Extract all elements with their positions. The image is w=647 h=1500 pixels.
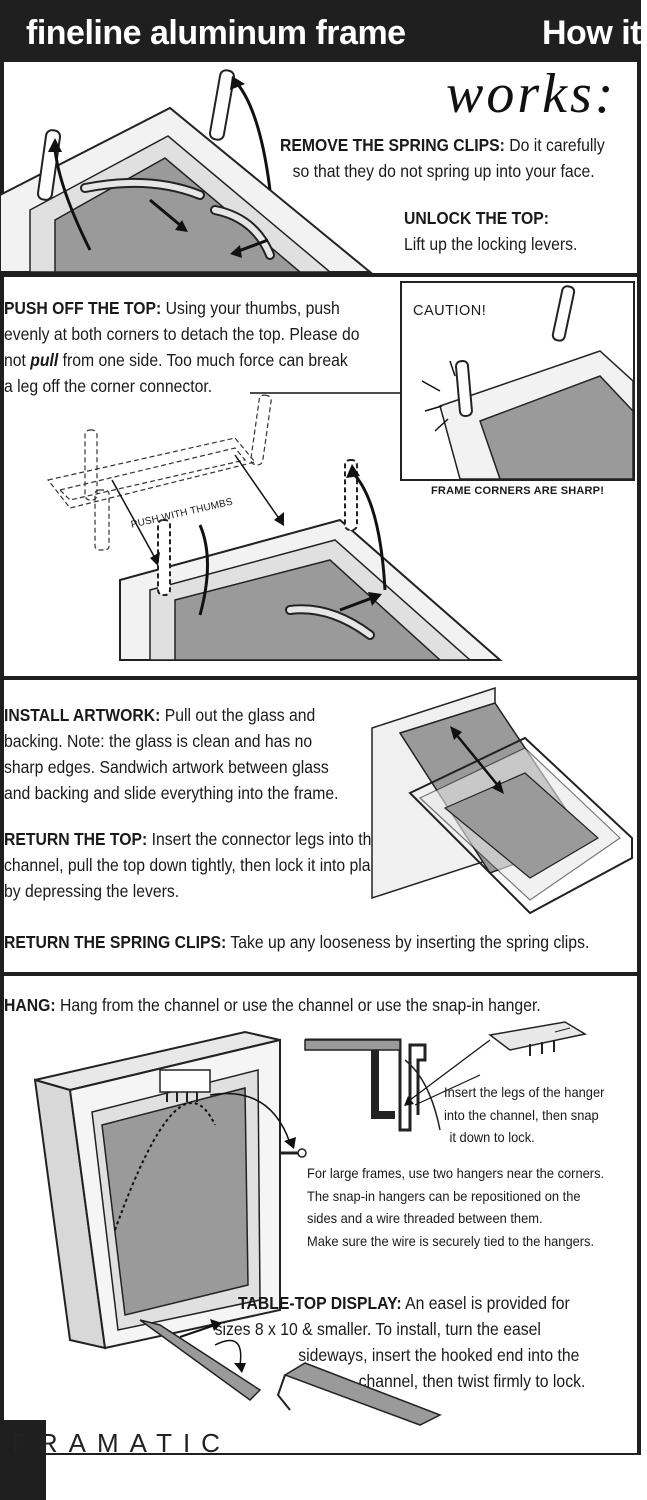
install-text: INSTALL ARTWORK: Pull out the glass and … bbox=[4, 702, 382, 806]
large-frames-line3: sides and a wire threaded between them. bbox=[307, 1210, 543, 1226]
table-top-heading: TABLE-TOP DISPLAY: bbox=[238, 1293, 402, 1313]
return-top-line3: by depressing the levers. bbox=[4, 881, 180, 901]
remove-clips-illustration bbox=[0, 69, 373, 273]
return-clips-text: RETURN THE SPRING CLIPS: Take up any loo… bbox=[4, 929, 625, 955]
table-top-line3: sideways, insert the hooked end into the bbox=[298, 1345, 580, 1365]
divider-1 bbox=[0, 273, 641, 277]
install-line3: sharp edges. Sandwich artwork between gl… bbox=[4, 757, 329, 777]
hang-line1: Hang from the channel or use the channel… bbox=[60, 995, 541, 1015]
divider-3 bbox=[0, 972, 641, 976]
push-off-pull-word: pull bbox=[30, 350, 59, 370]
return-top-line1: Insert the connector legs into the bbox=[151, 829, 381, 849]
hanger-line2: into the channel, then snap bbox=[444, 1106, 599, 1123]
large-frames-line1: For large frames, use two hangers near t… bbox=[307, 1165, 605, 1181]
header-bar bbox=[0, 0, 641, 62]
remove-clips-text: REMOVE THE SPRING CLIPS: Do it carefully… bbox=[280, 132, 640, 184]
install-heading: INSTALL ARTWORK: bbox=[4, 705, 161, 725]
return-top-heading: RETURN THE TOP: bbox=[4, 829, 148, 849]
table-top-line2: sizes 8 x 10 & smaller. To install, turn… bbox=[214, 1319, 541, 1339]
return-clips-heading: RETURN THE SPRING CLIPS: bbox=[4, 932, 227, 952]
unlock-top-line1: Lift up the locking levers. bbox=[404, 234, 578, 254]
footer-line bbox=[0, 1453, 641, 1455]
push-off-text: PUSH OFF THE TOP: Using your thumbs, pus… bbox=[4, 295, 400, 399]
install-line1: Pull out the glass and bbox=[164, 705, 316, 725]
push-off-line1: Using your thumbs, push bbox=[165, 298, 340, 318]
remove-clips-line1: Do it carefully bbox=[509, 135, 605, 155]
hanger-line1: Insert the legs of the hanger bbox=[444, 1084, 605, 1100]
page-border bbox=[0, 0, 641, 1453]
page-title: fineline aluminum frame bbox=[26, 14, 406, 52]
works-label: works: bbox=[446, 63, 617, 125]
install-illustration bbox=[371, 686, 633, 915]
sharp-corners-label: FRAME CORNERS ARE SHARP! bbox=[431, 485, 605, 497]
caution-box bbox=[400, 281, 635, 481]
unlock-top-heading: UNLOCK THE TOP: bbox=[404, 208, 549, 228]
push-off-line3a: not bbox=[4, 350, 31, 370]
push-off-heading: PUSH OFF THE TOP: bbox=[4, 298, 162, 318]
easel-illustration bbox=[139, 1319, 442, 1426]
return-top-line2: channel, pull the top down tightly, then… bbox=[4, 855, 388, 875]
remove-clips-line2: so that they do not spring up into your … bbox=[292, 161, 595, 181]
caution-label: CAUTION! bbox=[413, 303, 487, 319]
logo-block bbox=[0, 1420, 46, 1500]
large-frames-line4: Make sure the wire is securely tied to t… bbox=[307, 1232, 595, 1249]
install-line2: backing. Note: the glass is clean and ha… bbox=[4, 731, 313, 751]
hang-heading: HANG: bbox=[4, 995, 56, 1015]
table-top-text: TABLE-TOP DISPLAY: An easel is provided … bbox=[215, 1290, 634, 1394]
hanger-instructions: Insert the legs of the hanger into the c… bbox=[444, 1081, 646, 1149]
hang-frame-illustration bbox=[33, 1030, 281, 1350]
return-clips-line1: Take up any looseness by inserting the s… bbox=[230, 932, 590, 952]
push-off-line2: evenly at both corners to detach the top… bbox=[4, 324, 360, 344]
hang-text: HANG: Hang from the channel or use the c… bbox=[4, 992, 634, 1018]
large-frames-instructions: For large frames, use two hangers near t… bbox=[307, 1162, 647, 1252]
unlock-top-text: UNLOCK THE TOP: Lift up the locking leve… bbox=[404, 205, 647, 257]
brand-logo: FRAMATIC bbox=[12, 1428, 231, 1458]
large-frames-line2: The snap-in hangers can be repositioned … bbox=[307, 1187, 581, 1204]
remove-clips-heading: REMOVE THE SPRING CLIPS: bbox=[280, 135, 505, 155]
how-it-label: How it bbox=[542, 14, 641, 52]
divider-2 bbox=[0, 676, 641, 680]
install-line4: and backing and slide everything into th… bbox=[4, 783, 339, 803]
hanger-arrow bbox=[209, 1092, 307, 1158]
table-top-line1: An easel is provided for bbox=[405, 1293, 570, 1313]
push-off-line4: a leg off the corner connector. bbox=[4, 376, 213, 396]
table-top-line4: channel, then twist firmly to lock. bbox=[358, 1371, 586, 1391]
push-off-line3c: from one side. Too much force can break bbox=[58, 350, 348, 370]
channel-profile-illustration bbox=[304, 1021, 588, 1132]
hanger-line3: it down to lock. bbox=[449, 1129, 535, 1145]
push-off-illustration bbox=[46, 394, 503, 661]
return-top-text: RETURN THE TOP: Insert the connector leg… bbox=[4, 826, 436, 904]
